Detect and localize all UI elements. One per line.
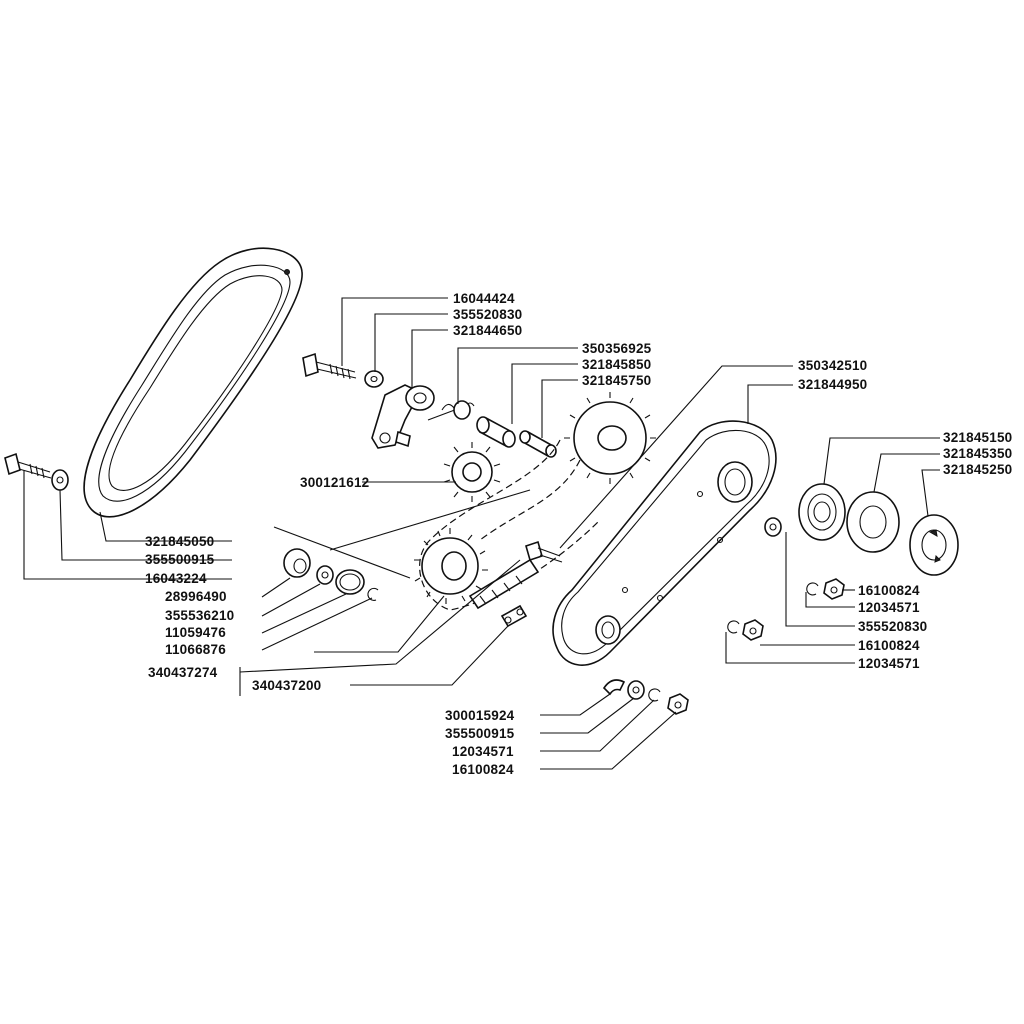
washer-top bbox=[364, 370, 384, 388]
label-321844650: 321844650 bbox=[453, 323, 522, 338]
label-300015924: 300015924 bbox=[445, 708, 515, 723]
circlip-11059476 bbox=[335, 569, 365, 595]
label-12034571-a: 12034571 bbox=[858, 600, 920, 615]
washer-bottom bbox=[627, 680, 645, 700]
label-16044424: 16044424 bbox=[453, 291, 515, 306]
tension-spring bbox=[427, 400, 475, 421]
rear-sprocket bbox=[564, 392, 656, 484]
label-321844950: 321844950 bbox=[798, 377, 867, 392]
label-321845250: 321845250 bbox=[943, 462, 1012, 477]
nut-bottom bbox=[667, 693, 689, 715]
flange-321845150 bbox=[798, 483, 846, 541]
label-340437200: 340437200 bbox=[252, 678, 321, 693]
label-355520830-top: 355520830 bbox=[453, 307, 522, 322]
label-16100824-b: 16100824 bbox=[858, 638, 920, 653]
label-350356925: 350356925 bbox=[582, 341, 652, 356]
label-12034571-b: 12034571 bbox=[858, 656, 920, 671]
spacer-sleeve-large bbox=[476, 416, 516, 448]
label-321845750: 321845750 bbox=[582, 373, 651, 388]
label-321845850: 321845850 bbox=[582, 357, 651, 372]
leader-lines bbox=[23, 297, 940, 770]
label-355520830-right: 355520830 bbox=[858, 619, 927, 634]
front-sprocket bbox=[414, 528, 488, 604]
washer-right bbox=[764, 517, 782, 537]
label-28996490: 28996490 bbox=[165, 589, 227, 604]
bolt-left bbox=[4, 452, 52, 479]
label-12034571-c: 12034571 bbox=[452, 744, 514, 759]
label-355536210: 355536210 bbox=[165, 608, 234, 623]
washer-left bbox=[51, 469, 69, 491]
master-link bbox=[500, 604, 528, 628]
chain-case-cover bbox=[552, 420, 777, 666]
label-300121612: 300121612 bbox=[300, 475, 369, 490]
pin-sleeve bbox=[519, 430, 557, 458]
washer-355536210 bbox=[316, 565, 334, 585]
chain-link-section bbox=[468, 558, 540, 610]
lockwasher-right-b bbox=[727, 620, 740, 634]
gasket-321845350 bbox=[846, 491, 900, 553]
clip-300015924 bbox=[602, 679, 626, 696]
bearing-28996490 bbox=[283, 548, 311, 578]
idler-sprocket bbox=[443, 442, 501, 502]
flange-321845250 bbox=[909, 514, 959, 576]
label-321845350: 321845350 bbox=[943, 446, 1012, 461]
label-350342510: 350342510 bbox=[798, 358, 867, 373]
nut-right-b bbox=[742, 619, 764, 641]
label-355500915-bottom: 355500915 bbox=[445, 726, 515, 741]
label-11059476: 11059476 bbox=[165, 625, 226, 640]
label-321845050: 321845050 bbox=[145, 534, 214, 549]
label-355500915-left: 355500915 bbox=[145, 552, 215, 567]
lockwasher-bottom bbox=[648, 688, 661, 702]
label-16043224: 16043224 bbox=[145, 571, 207, 586]
stud-bolt bbox=[525, 540, 563, 563]
label-11066876: 11066876 bbox=[165, 642, 226, 657]
label-16100824-c: 16100824 bbox=[452, 762, 514, 777]
label-16100824-a: 16100824 bbox=[858, 583, 920, 598]
tensioner-arm bbox=[371, 384, 435, 449]
chain-guard-belt bbox=[83, 247, 303, 518]
label-340437274: 340437274 bbox=[148, 665, 218, 680]
bolt-top bbox=[302, 352, 357, 380]
lockwasher-right-a bbox=[806, 582, 819, 596]
nut-right-a bbox=[823, 578, 845, 600]
label-321845150: 321845150 bbox=[943, 430, 1012, 445]
clip-11066876 bbox=[367, 587, 379, 601]
